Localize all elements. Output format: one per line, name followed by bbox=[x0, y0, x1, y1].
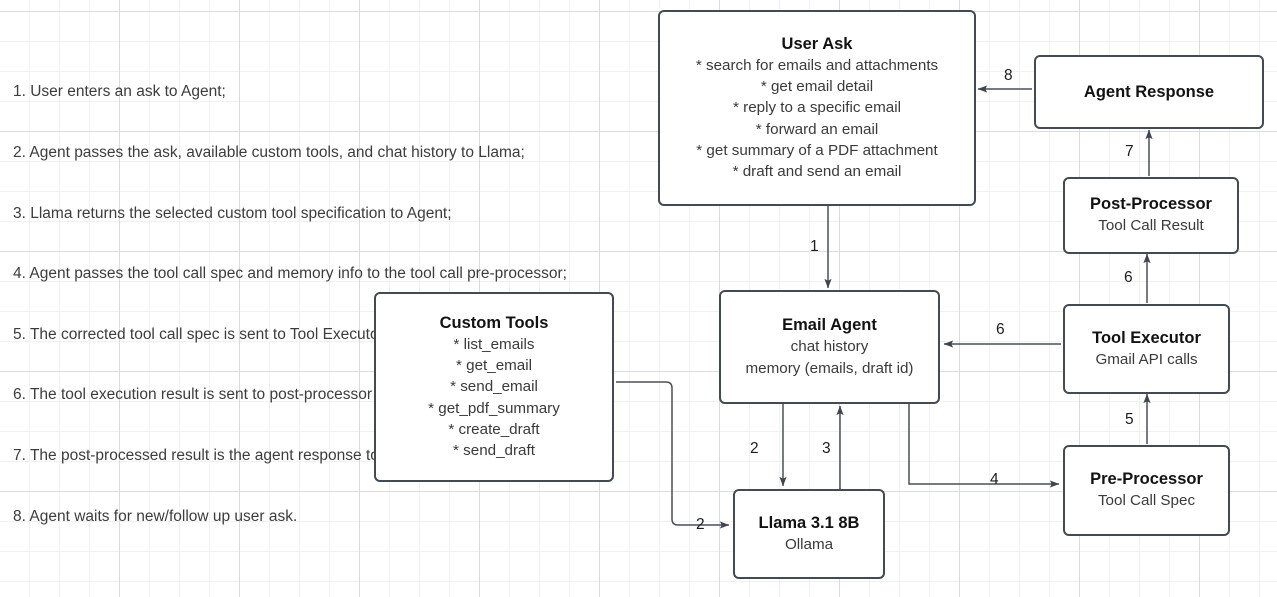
node-pre-processor-subtitle: Tool Call Spec bbox=[1097, 492, 1196, 510]
legend-line-2: 2. Agent passes the ask, available custo… bbox=[13, 144, 525, 162]
node-email-agent[interactable]: Email Agent chat history memory (emails,… bbox=[719, 290, 940, 404]
edge-label-6-post: 6 bbox=[1124, 269, 1133, 286]
node-post-processor[interactable]: Post-Processor Tool Call Result bbox=[1063, 177, 1239, 254]
edge-label-4: 4 bbox=[990, 471, 999, 488]
edge-label-6-agent: 6 bbox=[996, 321, 1005, 338]
node-user-ask-items: * search for emails and attachments * ge… bbox=[695, 56, 939, 181]
edge-label-7: 7 bbox=[1125, 143, 1134, 160]
edge-label-5: 5 bbox=[1125, 411, 1134, 428]
node-agent-response[interactable]: Agent Response bbox=[1034, 55, 1264, 129]
node-pre-processor-title: Pre-Processor bbox=[1090, 470, 1203, 489]
node-email-agent-title: Email Agent bbox=[782, 316, 877, 335]
legend-line-4: 4. Agent passes the tool call spec and m… bbox=[13, 265, 567, 283]
legend-line-8: 8. Agent waits for new/follow up user as… bbox=[13, 507, 298, 525]
edge-label-1: 1 bbox=[810, 238, 819, 255]
node-email-agent-subtitle: chat history memory (emails, draft id) bbox=[745, 338, 914, 377]
node-custom-tools-title: Custom Tools bbox=[439, 313, 549, 332]
legend-line-3: 3. Llama returns the selected custom too… bbox=[13, 204, 452, 222]
node-tool-executor-subtitle: Gmail API calls bbox=[1095, 350, 1198, 368]
node-llama[interactable]: Llama 3.1 8B Ollama bbox=[733, 489, 885, 579]
edge-label-3: 3 bbox=[822, 440, 831, 457]
node-pre-processor[interactable]: Pre-Processor Tool Call Spec bbox=[1063, 445, 1230, 536]
edge-email-agent-to-pre-processor bbox=[908, 404, 1060, 488]
node-tool-executor[interactable]: Tool Executor Gmail API calls bbox=[1063, 304, 1230, 394]
node-user-ask[interactable]: User Ask * search for emails and attachm… bbox=[658, 10, 976, 206]
edge-label-2-agent: 2 bbox=[750, 440, 759, 457]
node-agent-response-title: Agent Response bbox=[1083, 82, 1215, 101]
node-llama-title: Llama 3.1 8B bbox=[758, 513, 860, 532]
node-tool-executor-title: Tool Executor bbox=[1092, 328, 1201, 347]
edge-label-8: 8 bbox=[1004, 67, 1013, 84]
node-llama-subtitle: Ollama bbox=[784, 535, 834, 553]
node-post-processor-title: Post-Processor bbox=[1090, 195, 1212, 214]
node-post-processor-subtitle: Tool Call Result bbox=[1098, 217, 1204, 235]
edge-label-2-tools: 2 bbox=[696, 516, 705, 533]
node-custom-tools-items: * list_emails * get_email * send_email *… bbox=[428, 335, 560, 460]
edge-custom-tools-to-llama bbox=[616, 381, 730, 529]
node-user-ask-title: User Ask bbox=[781, 34, 853, 53]
node-custom-tools[interactable]: Custom Tools * list_emails * get_email *… bbox=[374, 292, 614, 482]
legend-line-1: 1. User enters an ask to Agent; bbox=[13, 83, 226, 101]
